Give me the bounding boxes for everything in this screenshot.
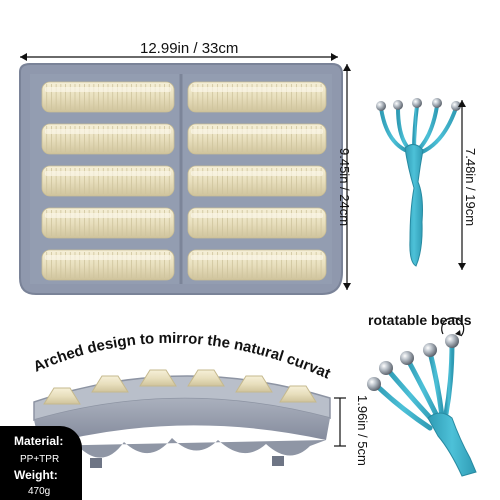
head-massager-claw xyxy=(376,98,461,267)
side-roller xyxy=(235,375,273,393)
bead-icon xyxy=(412,98,422,108)
bead-icon xyxy=(423,343,437,357)
side-roller xyxy=(43,387,81,405)
rotate-arrow-icon xyxy=(441,317,465,337)
bead-icon xyxy=(376,101,386,111)
material-label: Material: xyxy=(14,434,64,448)
mat-height-arrow xyxy=(343,64,351,290)
bead-icon xyxy=(367,377,381,391)
mat-side-height-label: 1.96in / 5cm xyxy=(355,395,370,466)
side-roller xyxy=(279,385,317,403)
weight-value: 470g xyxy=(28,486,51,497)
side-roller xyxy=(139,369,177,387)
side-roller xyxy=(91,375,129,393)
bead-icon xyxy=(445,334,459,348)
claw-length-arrow xyxy=(458,100,466,270)
bead-icon xyxy=(400,351,414,365)
weight-label: Weight: xyxy=(14,468,58,482)
bead-icon xyxy=(393,100,403,110)
claw-length-label: 7.48in / 19cm xyxy=(463,148,478,227)
arched-mat-side-view xyxy=(33,369,331,468)
mat-width-arrow xyxy=(20,53,338,61)
rotatable-beads-label: rotatable beads xyxy=(368,312,472,328)
spec-panel: Material: PP+TPR Weight: 470g xyxy=(0,426,82,500)
material-value: PP+TPR xyxy=(20,454,60,465)
side-roller xyxy=(187,369,225,387)
mat-rollers xyxy=(41,81,327,281)
claw-closeup xyxy=(367,317,477,477)
bead-icon xyxy=(432,98,442,108)
bead-icon xyxy=(379,361,393,375)
mat-height-label: 9.45in / 24cm xyxy=(337,148,352,227)
bead-icon xyxy=(451,101,461,111)
side-rollers xyxy=(43,369,317,405)
foot-massage-mat xyxy=(19,63,343,295)
side-height-arrow xyxy=(334,397,346,447)
mat-width-label: 12.99in / 33cm xyxy=(140,40,239,57)
